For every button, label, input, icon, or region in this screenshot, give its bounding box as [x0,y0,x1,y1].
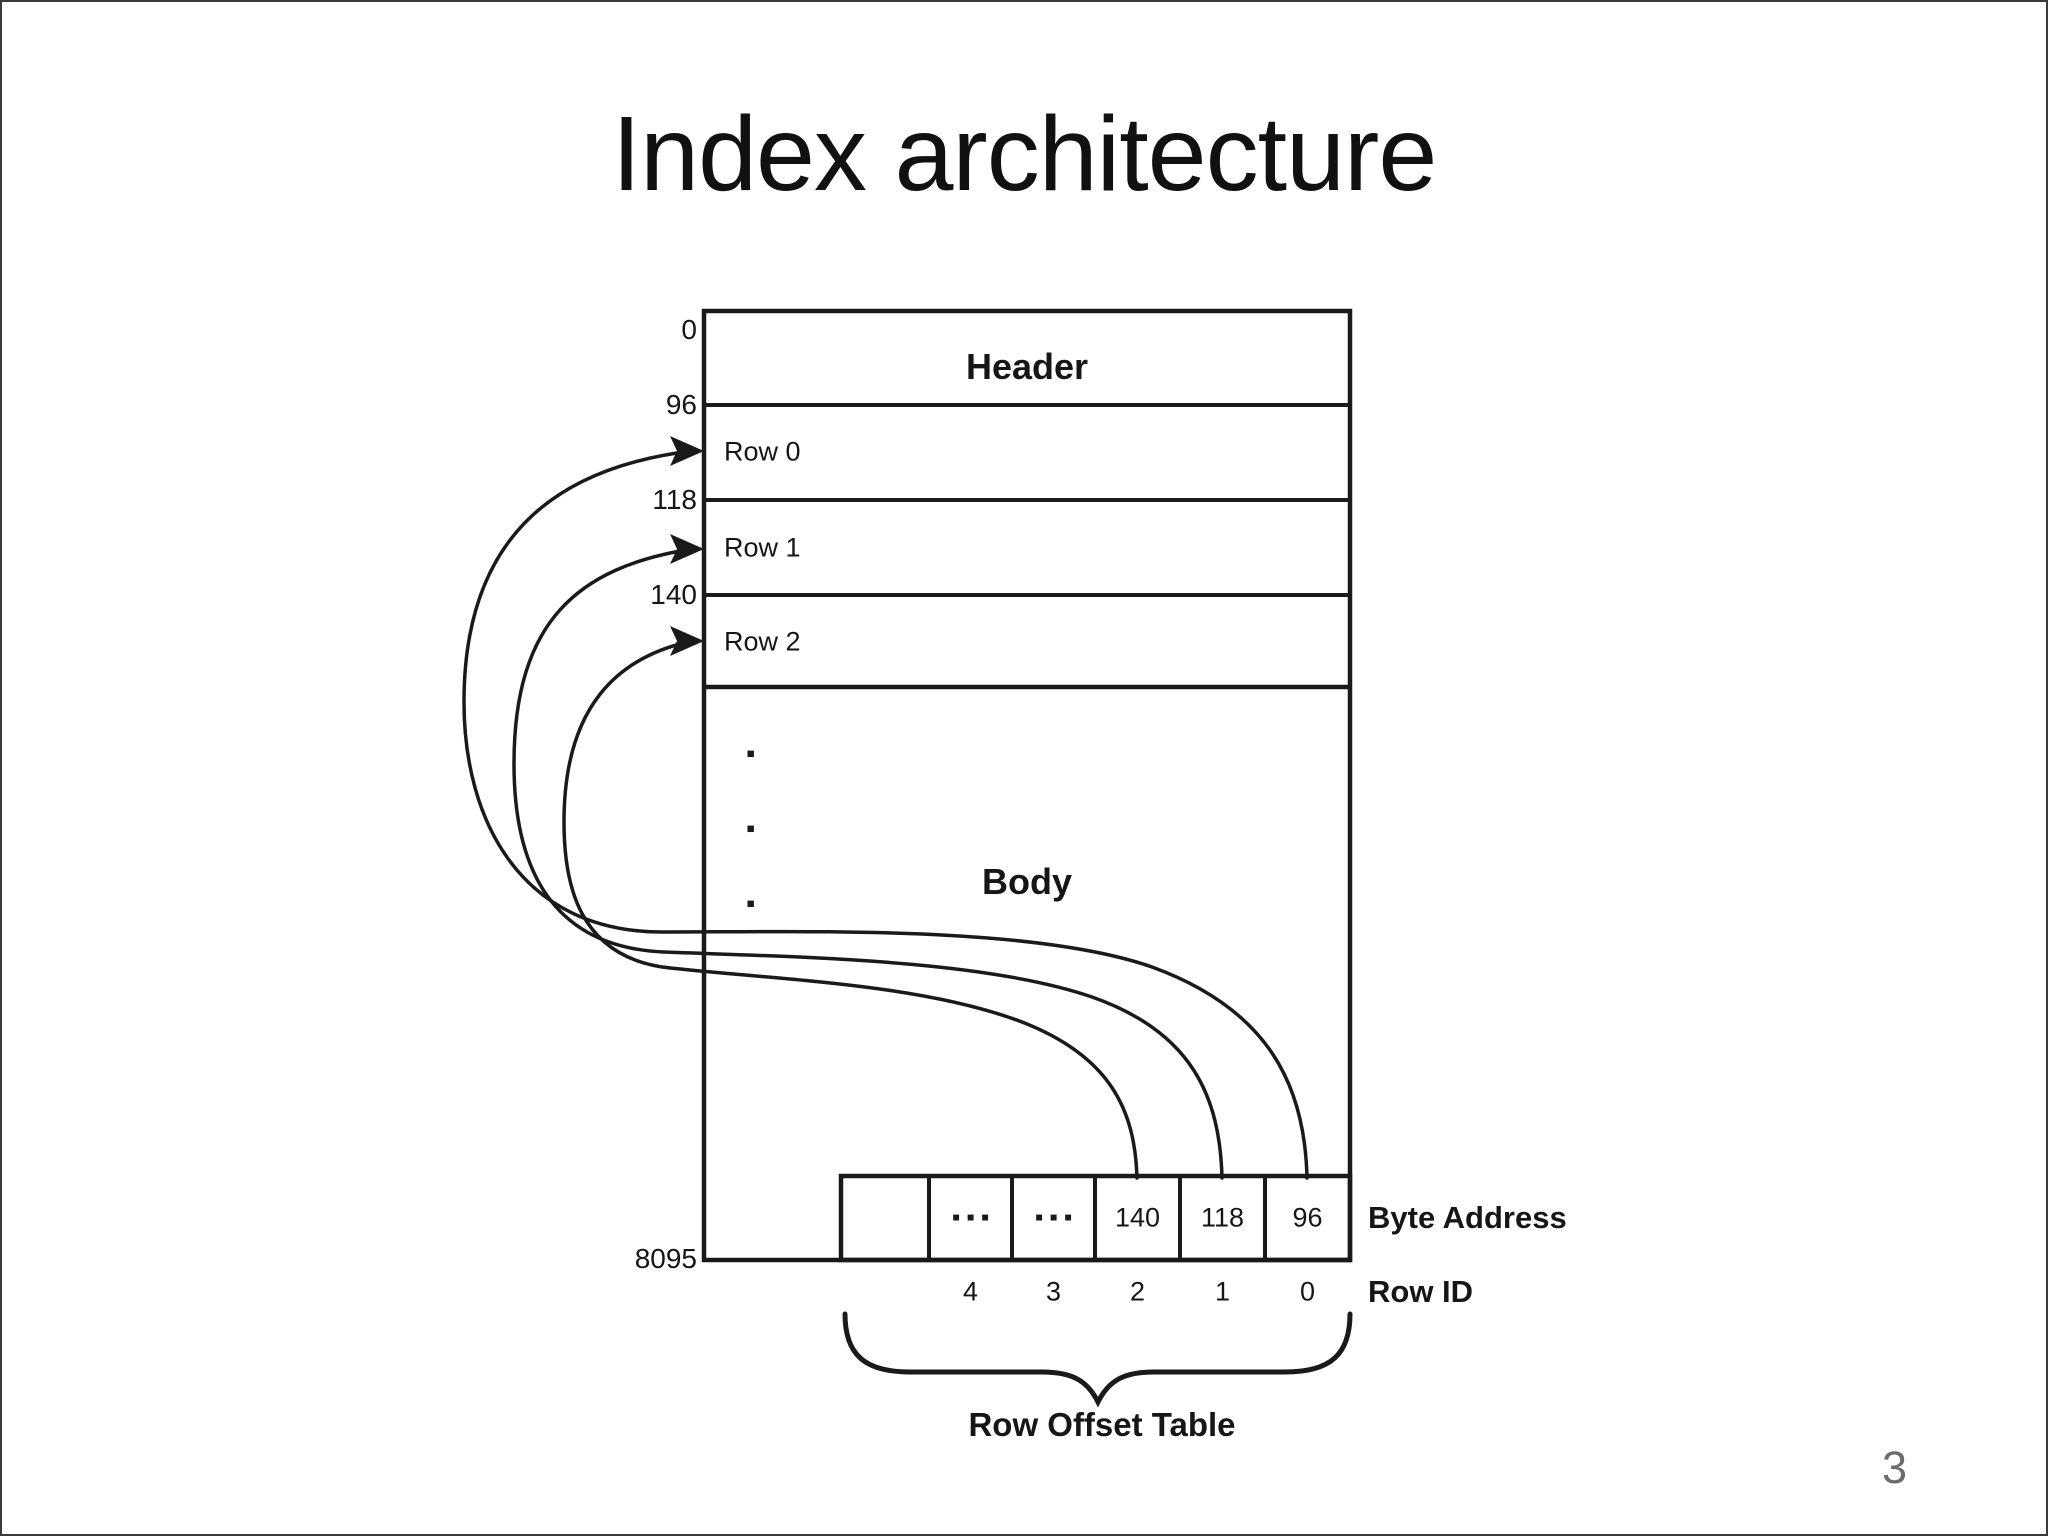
page-box-outline [701,308,1353,1263]
pointer-curve-row2 [562,639,1139,1180]
arrowhead-row0-icon [670,436,704,466]
row-id-0: 0 [1299,1276,1316,1307]
offset-cell-140: 140 [1114,1202,1161,1233]
offset-cell-96: 96 [1292,1202,1323,1233]
row-id-3: 3 [1045,1276,1062,1307]
byte-address-label: Byte Address [1368,1200,1567,1235]
row-offset-table-caption: Row Offset Table [968,1406,1236,1443]
byte-offset-140: 140 [650,579,697,610]
slide-title: Index architecture [611,95,1438,213]
offset-cell-118: 118 [1200,1202,1245,1233]
header-section-label: Header [965,346,1089,387]
row0-label: Row 0 [724,436,801,467]
row1-label: Row 1 [724,532,801,563]
offset-cell-ellipsis: ▪▪▪ [1034,1204,1079,1231]
body-section-label: Body [982,861,1072,902]
arrowhead-row2-icon [670,626,704,656]
row-id-4: 4 [962,1276,979,1307]
ellipsis-dot-icon: ▪ [746,738,756,768]
ellipsis-dot-icon: ▪ [746,813,756,843]
body-ellipsis: ▪ ▪ ▪ [746,740,755,916]
ellipsis-dot-icon: ▪ [746,888,756,918]
offset-cell-ellipsis: ▪▪▪ [951,1204,996,1231]
pointer-curve-row1 [512,547,1224,1180]
arrowhead-row1-icon [670,534,704,564]
row-id-label: Row ID [1368,1274,1474,1309]
pointer-curve-row0 [462,449,1309,1180]
byte-offset-top: 0 [681,314,697,345]
row-id-1: 1 [1214,1276,1231,1307]
row-offset-table-brace [842,1311,1353,1408]
row2-label: Row 2 [724,626,801,657]
byte-offset-118: 118 [652,484,697,515]
row-id-2: 2 [1129,1276,1146,1307]
byte-offset-96: 96 [665,389,697,420]
byte-offset-bottom: 8095 [634,1243,697,1274]
page-number: 3 [1882,1442,1908,1493]
